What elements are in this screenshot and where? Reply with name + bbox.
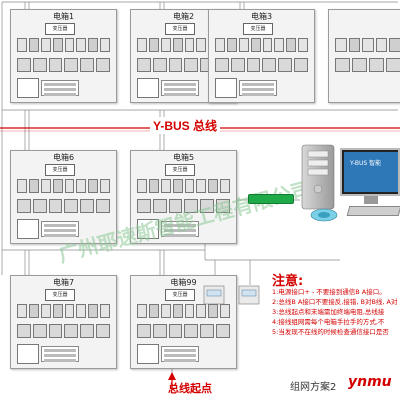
- note-line: 3:总线起点和末端需加终端电阻,总线接: [272, 308, 385, 316]
- box-title: 电箱99: [170, 278, 197, 287]
- box-title: 电箱3: [250, 12, 273, 21]
- transformer-label: 变压器: [45, 289, 75, 301]
- transformer-label: 变压器: [165, 164, 195, 176]
- electric-box: 电箱7 变压器: [10, 275, 117, 369]
- relay-row: [17, 324, 110, 338]
- usb-converter: [248, 194, 294, 204]
- brand-logo: ynmu: [348, 374, 392, 390]
- box-title: 电箱6: [52, 153, 75, 162]
- bus-start-label: 总线起点: [168, 382, 212, 395]
- control-module: [17, 78, 39, 98]
- electric-box: 电箱99 变压器: [130, 275, 237, 369]
- control-module: [137, 78, 159, 98]
- breaker-row: [17, 304, 110, 318]
- note-line: 2:总线B A接口不要接反,接错, B对B线, A对: [272, 298, 398, 306]
- relay-row: [17, 58, 110, 72]
- breaker-row: [215, 38, 308, 52]
- terminal-block: [41, 346, 79, 362]
- terminal-block: [41, 221, 79, 237]
- note-line: 4:接线组网需每个电箱手拉手的方式,不: [272, 318, 385, 326]
- monitor: Y-BUS 智能: [340, 148, 400, 196]
- interface-module-icon: [238, 285, 260, 305]
- breaker-row: [137, 179, 230, 193]
- pc-tower-icon: [301, 144, 335, 210]
- monitor-stand: [364, 196, 378, 204]
- electric-box: 电箱5 变压器: [130, 150, 237, 244]
- electric-box-partial: [328, 9, 400, 103]
- control-module: [17, 344, 39, 364]
- electric-box: 电箱3 变压器: [208, 9, 315, 103]
- monitor-screen: Y-BUS 智能: [344, 152, 398, 192]
- breaker-row: [17, 38, 110, 52]
- box-title: 电箱1: [52, 12, 75, 21]
- relay-row: [137, 199, 230, 213]
- electric-box: 电箱6 变压器: [10, 150, 117, 244]
- box-title: 电箱2: [172, 12, 195, 21]
- terminal-block: [161, 80, 199, 96]
- transformer-label: 变压器: [45, 164, 75, 176]
- box-title: 电箱5: [172, 153, 195, 162]
- transformer-label: 变压器: [243, 23, 273, 35]
- monitor-screen-label: Y-BUS 智能: [350, 160, 382, 167]
- control-module: [137, 344, 159, 364]
- notes-title: 注意:: [272, 274, 304, 289]
- terminal-block: [239, 80, 277, 96]
- terminal-block: [161, 221, 199, 237]
- transformer-label: 变压器: [165, 289, 195, 301]
- breaker-row: [137, 304, 230, 318]
- terminal-block: [161, 346, 199, 362]
- transformer-label: 变压器: [165, 23, 195, 35]
- breaker-row: [335, 38, 400, 52]
- control-module: [137, 219, 159, 239]
- control-module: [215, 78, 237, 98]
- electric-box: 电箱1 变压器: [10, 9, 117, 103]
- relay-row: [137, 324, 230, 338]
- relay-row: [335, 58, 400, 72]
- interface-module-icon: [203, 285, 225, 305]
- footer-label: 组网方案2: [290, 382, 337, 393]
- notes-list: 1:电源接口+ - 不要接到通信B A接口。 2:总线B A接口不要接反,接错,…: [272, 287, 400, 337]
- relay-row: [215, 58, 308, 72]
- box-title: 电箱7: [52, 278, 75, 287]
- keyboard-icon: [346, 206, 400, 216]
- breaker-row: [17, 179, 110, 193]
- transformer-label: 变压器: [45, 23, 75, 35]
- terminal-block: [41, 80, 79, 96]
- control-module: [17, 219, 39, 239]
- note-line: 5:当发现不在线的时候检查通信接口是否: [272, 328, 389, 336]
- relay-row: [17, 199, 110, 213]
- note-line: 1:电源接口+ - 不要接到通信B A接口。: [272, 288, 386, 296]
- bus-label: Y-BUS 总线: [150, 117, 221, 134]
- fan-icon: [310, 208, 338, 222]
